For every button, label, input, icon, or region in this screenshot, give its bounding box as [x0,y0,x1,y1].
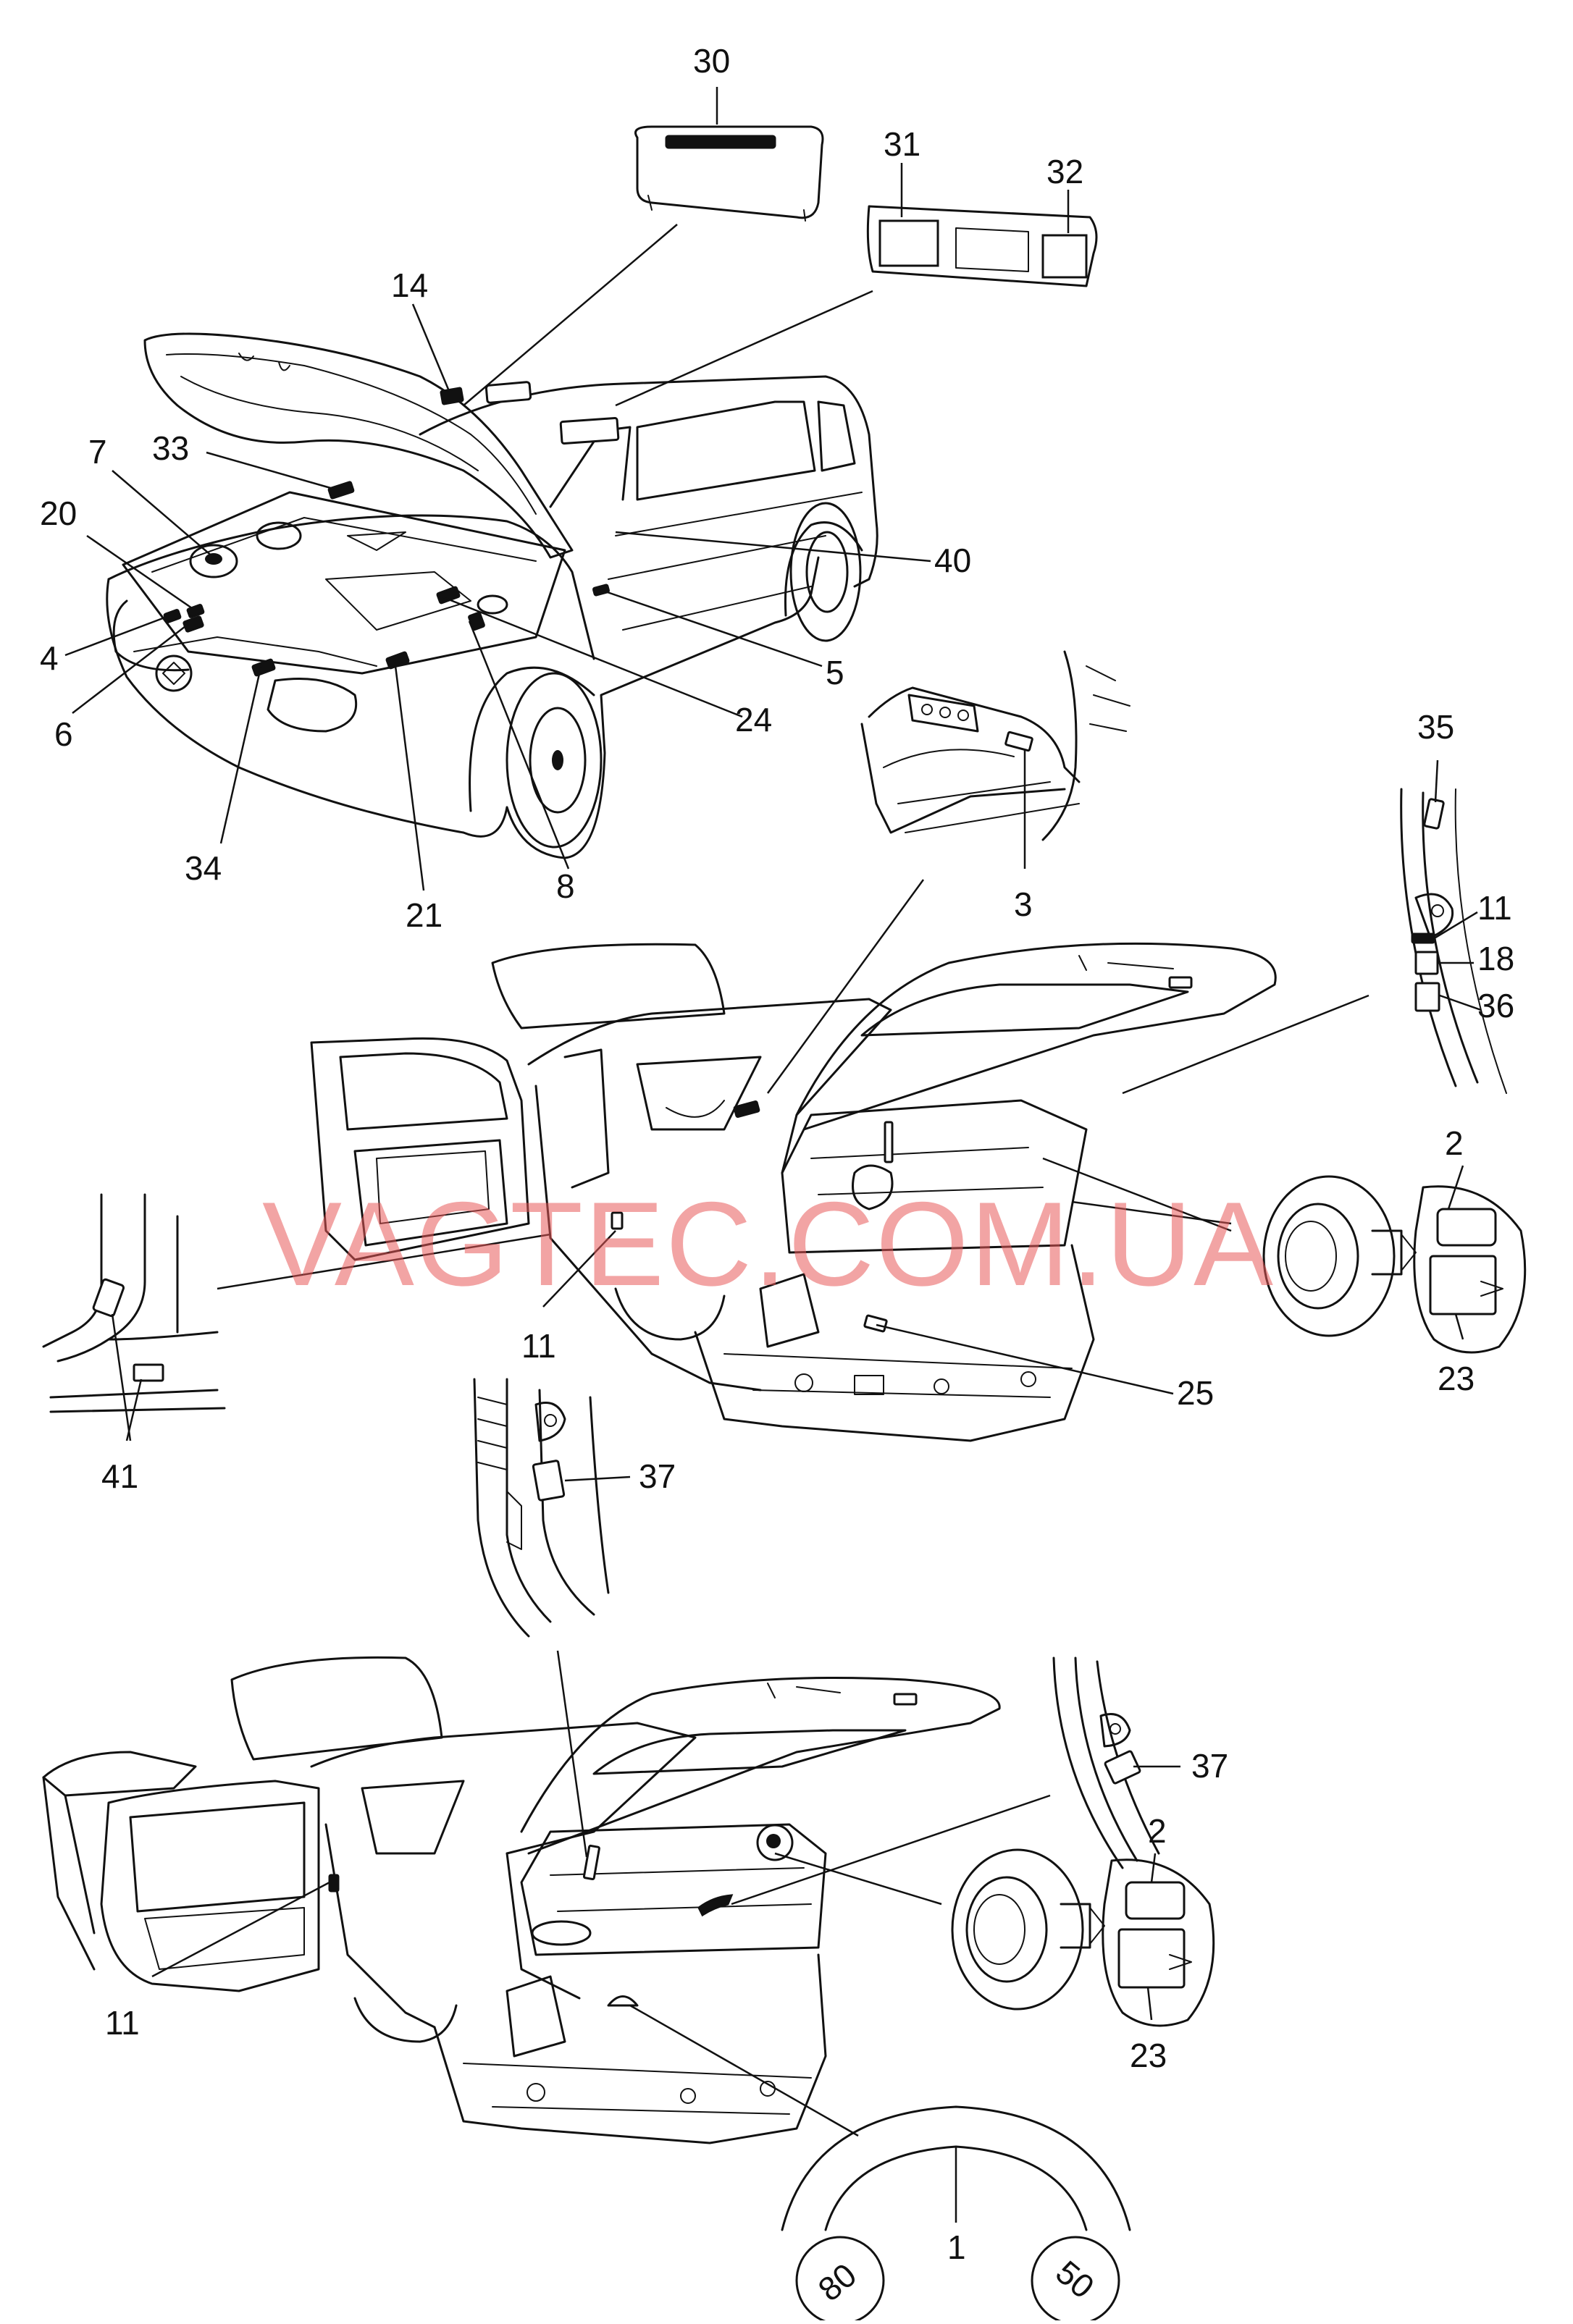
roof-console-illustration [615,163,1098,407]
callout-11-lower: 11 [105,2004,140,2042]
callout-14: 14 [391,266,428,304]
label-11-body [611,1211,624,1230]
callout-24: 24 [735,701,772,738]
label-21 [385,651,410,670]
label-37-body [582,1844,600,1881]
callout-31: 31 [884,125,920,163]
label-11-lower [328,1874,340,1893]
rear-pillar-inset-a-illustration [473,1378,631,1858]
sun-visor-illustration [463,87,824,406]
fuel-label-2-lower [1125,1881,1186,1920]
label-32 [1041,234,1088,279]
callout-4: 4 [40,639,59,677]
label-18 [1414,951,1439,975]
b-pillar-inset-illustration [1122,759,1507,1095]
label-11-pillar [1411,932,1435,944]
visor-label-30 [665,135,776,149]
lower-pillar-inset-illustration [42,1193,551,1441]
callout-3: 3 [1014,885,1033,923]
label-8 [468,611,485,631]
callout-32: 32 [1046,153,1083,190]
gauge-label-location [607,1995,639,2007]
label-35 [1423,798,1445,830]
callout-20: 20 [40,494,77,532]
fuel-label-23 [1429,1255,1497,1315]
gauge-left-circle [795,2236,885,2324]
label-31 [878,219,939,267]
callout-37-upper: 37 [639,1457,676,1495]
label-3-body [733,1100,760,1118]
label-6 [183,615,204,633]
car-rear-view-illustration [310,942,1277,1442]
fuel-flap-inset-lower-illustration [951,1848,1215,2027]
callout-8: 8 [556,867,575,905]
label-37-b [1104,1750,1141,1785]
label-41-lower [133,1363,164,1382]
gauge-left-value: 80 [811,2256,864,2309]
tyre-pressure-label-illustration [781,2105,1131,2324]
door-sill-inset-illustration [766,650,1131,1094]
callout-11-pillar: 11 [1477,889,1512,927]
callout-35: 35 [1417,708,1454,746]
callout-23-upper: 23 [1438,1360,1475,1397]
callout-1: 1 [947,2228,966,2266]
callout-numbers: 30 31 32 14 33 7 20 40 4 5 6 24 34 8 21 … [40,42,1514,2308]
callout-23-lower: 23 [1130,2037,1167,2074]
gauge-right-value: 50 [1049,2253,1102,2306]
label-41-upper [92,1278,125,1318]
label-36 [1414,982,1440,1012]
watermark-text: VAGTEC.COM.UA [262,1177,1275,1310]
callout-33: 33 [152,429,189,467]
label-3 [1004,731,1033,752]
label-34 [251,658,276,677]
callout-30: 30 [693,42,730,80]
callout-25: 25 [1177,1374,1214,1412]
callout-11-body: 11 [521,1327,556,1365]
callout-5: 5 [826,654,844,691]
fuel-label-23-lower [1117,1928,1186,1989]
car-front-view-illustration [64,303,931,891]
fuel-flap-inset-illustration [1071,1165,1527,1354]
gauge-right-circle [1031,2236,1120,2324]
label-33 [327,481,355,500]
label-4 [163,609,182,623]
callout-2-upper: 2 [1445,1124,1464,1162]
label-24 [436,586,461,605]
label-14 [440,387,464,405]
callout-2-lower: 2 [1148,1812,1167,1850]
callout-41: 41 [101,1457,138,1495]
callout-37-lower: 37 [1191,1747,1228,1785]
car-rear-view-lower-illustration [42,1656,1051,2144]
callout-7: 7 [88,433,107,471]
callout-18: 18 [1477,940,1514,977]
callout-40: 40 [934,542,971,579]
callout-21: 21 [406,896,442,934]
callout-6: 6 [54,715,73,753]
callout-36: 36 [1477,987,1514,1024]
callout-34: 34 [185,849,222,887]
fuel-label-2 [1436,1208,1497,1247]
rear-pillar-inset-b-illustration [1052,1656,1180,1869]
label-25 [863,1314,888,1333]
label-37-a [532,1460,566,1502]
